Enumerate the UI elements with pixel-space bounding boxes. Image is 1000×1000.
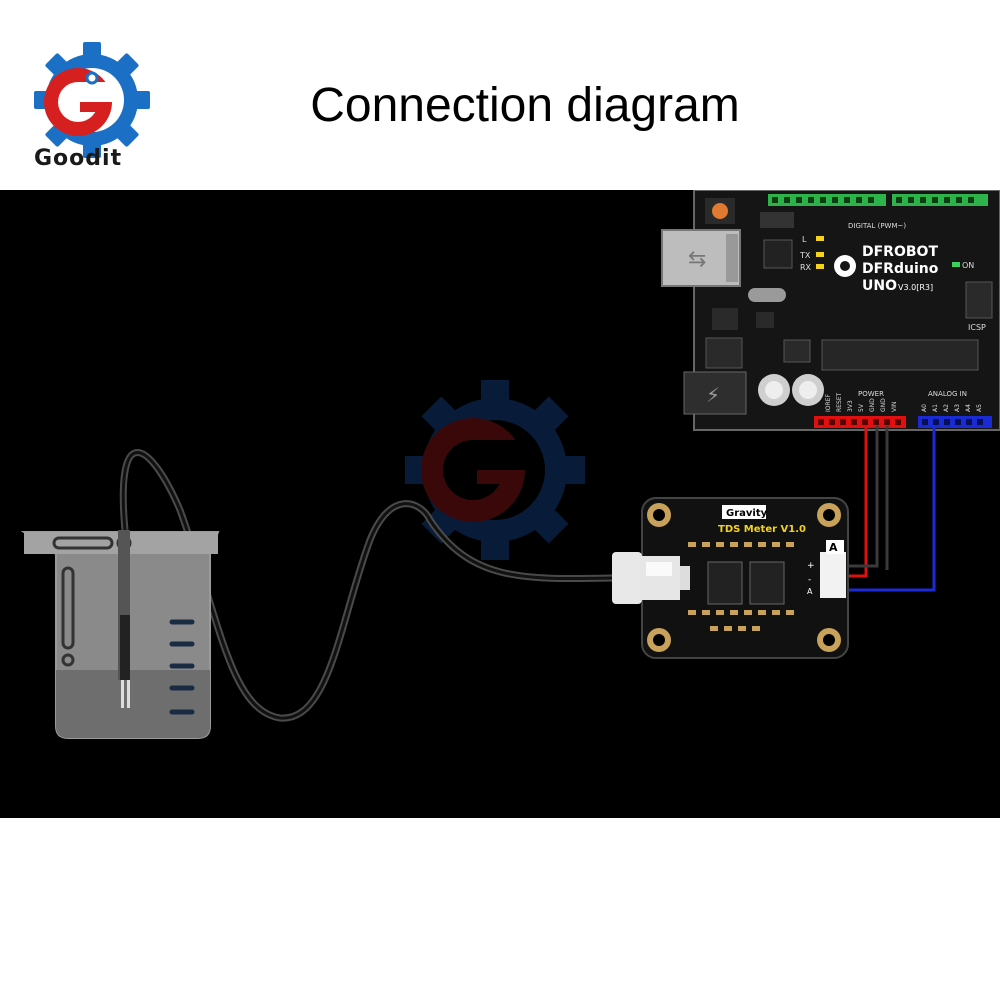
- pin-label-a1: A1: [932, 404, 939, 412]
- beaker-graduations: [169, 619, 195, 715]
- pin-plus-label: +: [807, 561, 815, 571]
- pin-marker: A: [829, 541, 838, 554]
- mounting-hole: [647, 503, 841, 652]
- led-label-l: L: [802, 235, 807, 244]
- crystal: [748, 288, 786, 302]
- pin-label-gnd-2: GND: [880, 398, 887, 412]
- gravity-badge: [722, 505, 766, 519]
- wire-5v: [846, 426, 868, 578]
- pin-label-gnd-1: GND: [869, 398, 876, 412]
- module-brand: Gravity: [726, 508, 768, 519]
- pin-label-3v3: 3V3: [847, 400, 854, 412]
- pin-minus-label: -: [808, 575, 811, 585]
- pin-label-ioref: IOREF: [825, 394, 832, 412]
- wire-gnd: [846, 426, 879, 568]
- ic-chip-2: [749, 561, 785, 605]
- led-label-rx: RX: [800, 263, 812, 272]
- pin-label-vin: VIN: [891, 402, 898, 412]
- digital-label: DIGITAL (PWM~): [848, 222, 906, 230]
- header: Goodit Connection diagram: [0, 0, 1000, 190]
- page-title: Connection diagram: [310, 79, 740, 132]
- brand-name: Goodit: [34, 146, 123, 171]
- icsp-label: ICSP: [968, 323, 986, 332]
- arduino-version-suffix: V3.0[R3]: [898, 283, 933, 292]
- pin-label-a5: A5: [976, 404, 983, 412]
- digital-header-right: [892, 194, 988, 206]
- pin-label-5v: 5V: [858, 403, 865, 412]
- connection-diagram: DIGITAL (PWM~) ⇆ ⚡: [20, 190, 1000, 739]
- diagram-stage: DIGITAL (PWM~) ⇆ ⚡: [0, 190, 1000, 818]
- arduino-board: DIGITAL (PWM~) ⇆ ⚡: [661, 190, 1000, 431]
- ic-chip-1: [707, 561, 743, 605]
- regulator: [705, 337, 743, 369]
- pin-label-a3: A3: [954, 404, 961, 412]
- analog-label: ANALOG IN: [928, 390, 967, 398]
- dfrobot-gear-icon: [834, 255, 856, 277]
- module-name: TDS Meter V1.0: [718, 524, 806, 535]
- arduino-model: DFRduino: [862, 261, 939, 277]
- pin-a-label: A: [807, 587, 813, 596]
- tds-meter-module: Gravity TDS Meter V1.0 A + - A: [612, 497, 849, 659]
- power-label: POWER: [858, 390, 884, 398]
- led-label-tx: TX: [799, 251, 811, 260]
- arduino-version: UNO: [862, 278, 897, 294]
- pin-label-reset: RESET: [836, 392, 843, 412]
- watermark-logo-icon: [405, 380, 585, 560]
- beaker: [20, 530, 220, 739]
- on-label: ON: [962, 261, 974, 270]
- footer: [0, 818, 1000, 1000]
- power-header: [814, 416, 906, 428]
- usb-chip: [763, 239, 793, 269]
- signal-connector: [820, 552, 846, 598]
- goodit-logo-icon: [34, 42, 150, 158]
- icsp-header: [965, 281, 993, 319]
- usb-icon: ⇆: [688, 247, 706, 272]
- arduino-brand: DFROBOT: [862, 244, 938, 260]
- power-icon: ⚡: [706, 383, 720, 407]
- dc-jack: [683, 371, 747, 415]
- pin-label-a0: A0: [921, 404, 928, 412]
- probe-connector: [612, 552, 642, 604]
- pin-label-a2: A2: [943, 404, 950, 412]
- pin-label-a4: A4: [965, 404, 972, 412]
- wire-a0: [846, 426, 936, 592]
- atmega-chip: [821, 339, 979, 371]
- connection-wires: [846, 426, 936, 592]
